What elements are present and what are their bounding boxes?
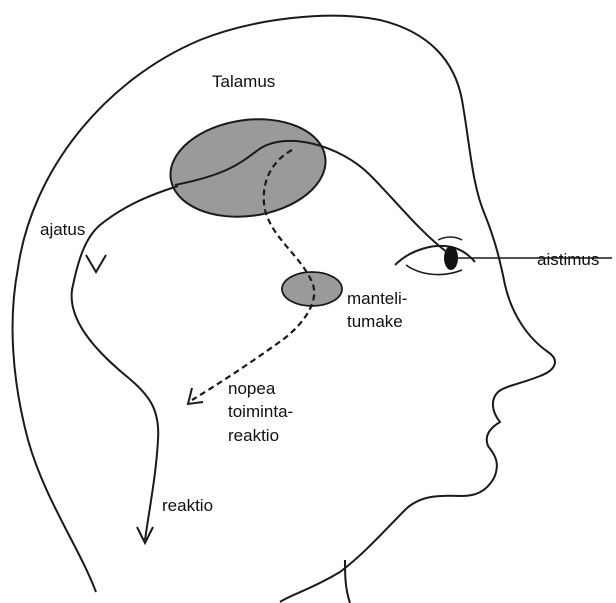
talamus-region	[164, 110, 332, 227]
label-talamus: Talamus	[212, 71, 275, 92]
mantelitumake-region	[282, 272, 342, 306]
label-reaktio-fast: reaktio	[228, 425, 279, 446]
label-manteli: manteli-	[347, 288, 407, 309]
eye-brow-line	[438, 237, 462, 240]
label-aistimus: aistimus	[537, 249, 599, 270]
eye-upper-lid	[395, 246, 475, 265]
eye-pupil	[444, 246, 458, 270]
label-reaktio: reaktio	[162, 495, 213, 516]
label-tumake: tumake	[347, 311, 403, 332]
label-ajatus: ajatus	[40, 219, 85, 240]
thought-pathway	[72, 186, 178, 540]
fast-reaction-arrowhead	[188, 388, 203, 404]
label-toiminta: toiminta-	[228, 401, 293, 422]
head-outline	[13, 16, 555, 602]
ajatus-arrowhead	[86, 255, 106, 272]
label-nopea: nopea	[228, 378, 275, 399]
